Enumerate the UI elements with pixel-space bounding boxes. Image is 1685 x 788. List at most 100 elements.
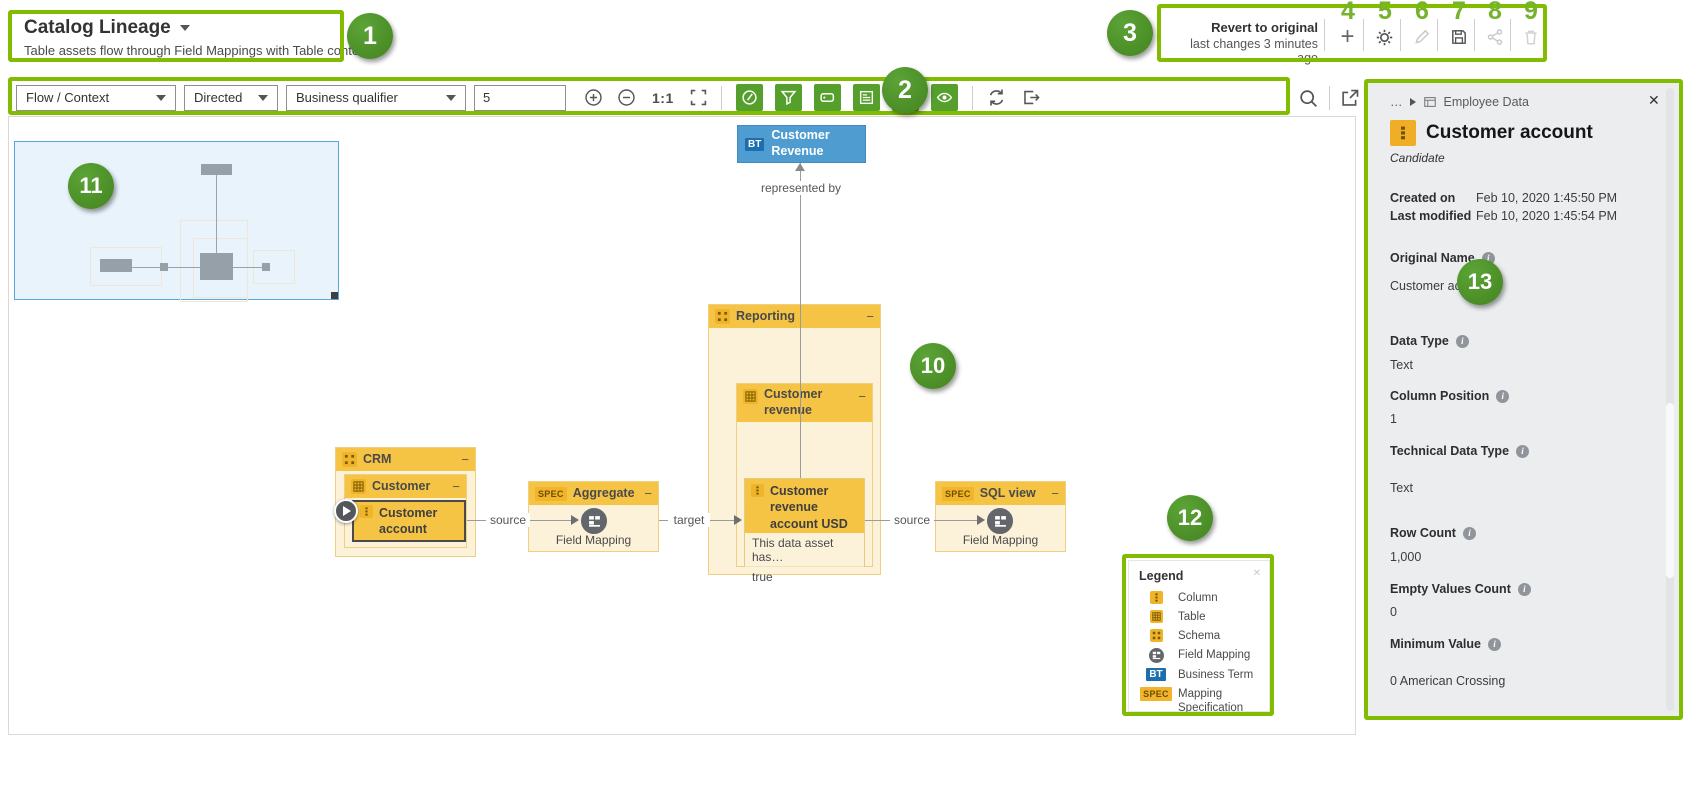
close-icon[interactable]: ✕ xyxy=(1252,568,1261,579)
zoom-ratio-label: 1:1 xyxy=(652,89,674,106)
table-icon xyxy=(351,479,366,494)
details-toggle-button[interactable] xyxy=(852,84,880,111)
collapse-button[interactable]: − xyxy=(1051,486,1059,501)
node-label: SQL view xyxy=(979,485,1036,500)
trash-icon xyxy=(1524,30,1537,45)
divider xyxy=(1329,86,1330,110)
legend-item-mapping-specification: SPEC Mapping Specification xyxy=(1129,684,1269,717)
info-icon[interactable]: i xyxy=(1488,637,1501,651)
field-mapping-label: Field Mapping xyxy=(555,533,632,547)
delete-button[interactable] xyxy=(1513,24,1548,50)
trace-lineage-play-button[interactable] xyxy=(334,499,358,523)
meta-last-modified: Last modified Feb 10, 2020 1:45:54 PM xyxy=(1390,209,1618,223)
filter-icon xyxy=(780,90,797,106)
minimap-outline xyxy=(193,238,248,298)
zoom-out-button[interactable] xyxy=(617,88,636,107)
panel-scrollbar[interactable] xyxy=(1666,88,1674,711)
node-column-customer-revenue-account-usd[interactable]: Customer revenue account USD This data a… xyxy=(744,478,865,584)
minimap-edge xyxy=(216,175,217,255)
filter-toggle-button[interactable] xyxy=(774,84,802,111)
status-badge: Candidate xyxy=(1390,151,1445,165)
info-icon[interactable]: i xyxy=(1496,389,1510,403)
node-column-customer-account[interactable]: Customer account xyxy=(352,500,466,542)
labels-toggle-button[interactable] xyxy=(813,84,841,111)
breadcrumb: … Employee Data xyxy=(1390,95,1529,109)
edit-button[interactable] xyxy=(1404,24,1439,50)
info-icon[interactable]: i xyxy=(1516,444,1530,458)
callout-6: 6 xyxy=(1415,0,1429,25)
callout-1: 1 xyxy=(347,13,393,59)
revert-title: Revert to original xyxy=(1211,20,1318,35)
divider xyxy=(971,85,973,110)
add-button[interactable]: + xyxy=(1330,24,1365,50)
info-icon[interactable]: i xyxy=(1462,526,1476,540)
info-icon[interactable]: i xyxy=(1517,582,1531,596)
callout-4: 4 xyxy=(1341,0,1355,25)
close-icon[interactable]: ✕ xyxy=(1648,92,1660,108)
arrowhead-right xyxy=(571,515,579,525)
column-icon xyxy=(1149,591,1163,604)
collapse-button[interactable]: − xyxy=(866,309,874,324)
zoom-in-button[interactable] xyxy=(584,88,603,107)
qualifier-select[interactable]: Business qualifier xyxy=(286,84,466,111)
direction-select[interactable]: Directed xyxy=(184,84,278,111)
collapse-button[interactable]: − xyxy=(644,486,652,501)
share-button[interactable] xyxy=(1477,24,1512,50)
schema-icon xyxy=(715,309,730,324)
collapse-button[interactable]: − xyxy=(452,479,460,494)
overlap-toggle-button[interactable] xyxy=(735,84,763,111)
node-spec-sql-view[interactable]: SPEC SQL view − Field Mapping xyxy=(935,481,1066,552)
node-business-term-customer-revenue[interactable]: BT Customer Revenue xyxy=(737,125,866,163)
refresh-button[interactable] xyxy=(987,88,1006,107)
node-label: Customer revenue xyxy=(764,387,823,417)
column-icon xyxy=(751,484,764,497)
edge-label: source xyxy=(486,513,530,527)
callout-9: 9 xyxy=(1524,0,1538,25)
compass-icon xyxy=(742,90,757,105)
minimap[interactable] xyxy=(14,141,339,302)
fit-screen-icon xyxy=(690,89,706,106)
legend-item-business-term: BT Business Term xyxy=(1129,665,1269,684)
open-in-new-button[interactable] xyxy=(1340,88,1360,108)
plus-icon: + xyxy=(1340,23,1355,50)
node-label: Reporting xyxy=(736,308,796,323)
fit-to-screen-button[interactable] xyxy=(690,89,707,106)
field-mapping-icon xyxy=(994,515,1006,527)
node-field-mapping-1[interactable] xyxy=(579,506,609,536)
field-mapping-icon xyxy=(588,515,600,527)
panel-scrollbar-thumb[interactable] xyxy=(1666,403,1674,578)
breadcrumb-item[interactable]: Employee Data xyxy=(1443,95,1529,109)
callout-13: 13 xyxy=(1457,259,1503,305)
search-button[interactable] xyxy=(1298,88,1319,109)
revert-to-original-button[interactable]: Revert to original last changes 3 minute… xyxy=(1166,20,1318,65)
panel-title-row: Customer account xyxy=(1390,120,1593,146)
zoom-in-icon xyxy=(585,89,602,106)
divider xyxy=(1510,19,1511,51)
settings-button[interactable] xyxy=(1367,24,1402,50)
node-field-mapping-2[interactable] xyxy=(985,506,1015,536)
layout-select[interactable]: Flow / Context xyxy=(16,84,176,111)
gear-icon xyxy=(1376,29,1393,45)
callout-3: 3 xyxy=(1107,10,1153,56)
export-button[interactable] xyxy=(1022,88,1041,107)
save-button[interactable] xyxy=(1441,24,1476,50)
minimap-resize-handle[interactable] xyxy=(331,292,338,299)
depth-input[interactable] xyxy=(474,84,566,111)
breadcrumb-ellipsis[interactable]: … xyxy=(1390,95,1403,109)
info-icon[interactable]: i xyxy=(1455,334,1469,348)
search-icon xyxy=(1300,89,1317,107)
chevron-down-icon xyxy=(156,94,166,101)
field-mapping-icon xyxy=(1148,648,1164,663)
node-label: Customer xyxy=(372,478,431,493)
export-icon xyxy=(1023,90,1040,105)
collapse-button[interactable]: − xyxy=(461,452,469,467)
node-spec-aggregate[interactable]: SPEC Aggregate − Field Mapping xyxy=(528,481,659,552)
divider xyxy=(1437,19,1438,51)
collapse-button[interactable]: − xyxy=(858,389,866,404)
visibility-toggle-button[interactable] xyxy=(930,84,958,111)
chevron-down-icon[interactable] xyxy=(179,25,190,31)
callout-10: 10 xyxy=(910,343,956,389)
zoom-reset-button[interactable]: 1:1 xyxy=(652,90,674,106)
